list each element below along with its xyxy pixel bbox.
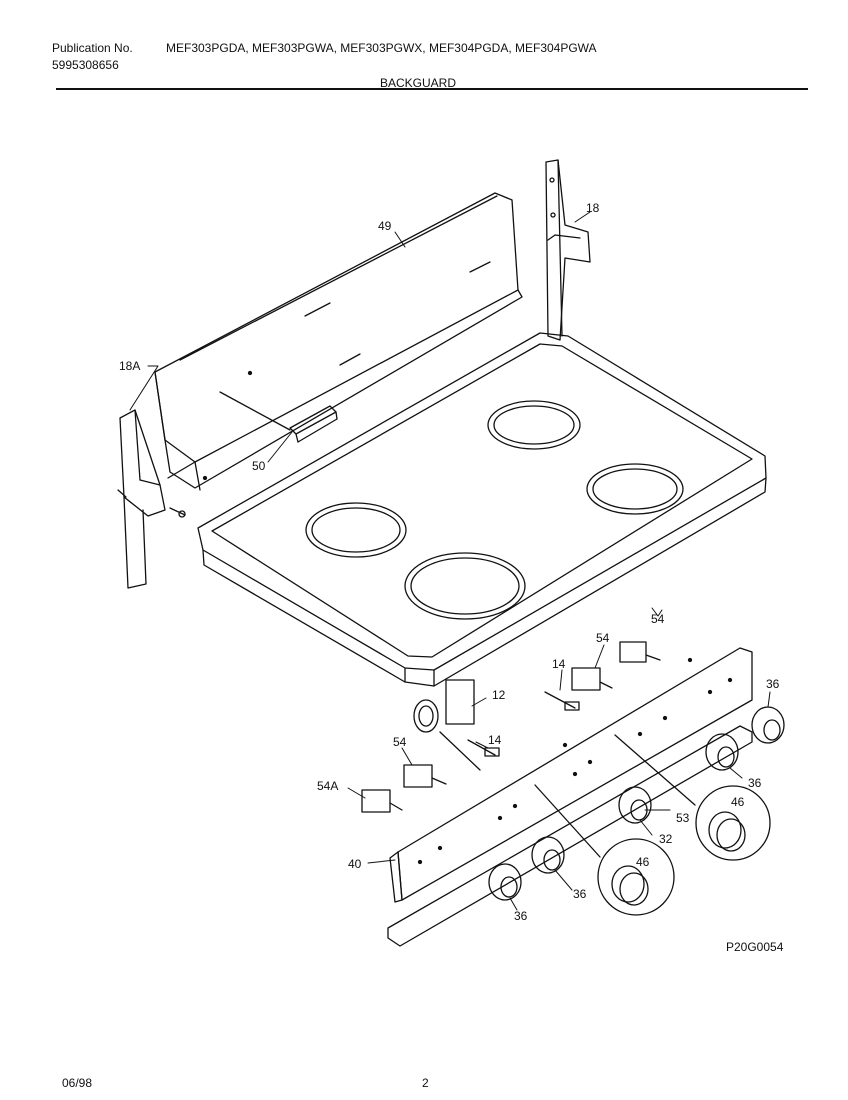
section-title: BACKGUARD <box>380 76 457 90</box>
control-knob <box>751 706 785 744</box>
knob-detail-view <box>534 784 675 916</box>
publication-number: 5995308656 <box>52 58 119 72</box>
callout-46-b: 46 <box>636 855 650 869</box>
footer-date: 06/98 <box>62 1076 93 1090</box>
end-cap-right <box>545 159 591 341</box>
model-numbers: MEF303PGDA, MEF303PGWA, MEF303PGWX, MEF3… <box>166 41 597 55</box>
callout-40: 40 <box>348 857 362 871</box>
control-knob <box>618 786 652 824</box>
header-rule <box>56 88 808 90</box>
callout-54a: 54A <box>317 779 338 793</box>
publication-label: Publication No. <box>52 41 133 55</box>
infinite-switch <box>413 679 481 771</box>
callout-14-a: 14 <box>552 657 566 671</box>
callout-46-a: 46 <box>731 795 745 809</box>
callout-49: 49 <box>378 219 392 233</box>
surface-element <box>586 463 684 515</box>
leader-lines <box>129 211 771 911</box>
callout-18: 18 <box>586 201 600 215</box>
surface-element <box>404 552 526 620</box>
callout-32: 32 <box>659 832 673 846</box>
callout-36-b: 36 <box>748 776 762 790</box>
callout-54-a: 54 <box>596 631 610 645</box>
callout-18a: 18A <box>119 359 140 373</box>
surface-element <box>305 502 407 558</box>
footer-page-number: 2 <box>422 1076 429 1090</box>
screw <box>169 507 186 518</box>
indicator-light <box>467 739 500 757</box>
switch <box>571 667 613 691</box>
bracket-50 <box>219 391 338 443</box>
knob-detail-view <box>614 734 771 861</box>
switch <box>619 641 661 663</box>
switch <box>403 764 447 788</box>
callout-36-a: 36 <box>766 677 780 691</box>
surface-element <box>487 400 581 450</box>
callout-36-c: 36 <box>573 887 587 901</box>
switch <box>361 789 403 813</box>
callout-14-b: 14 <box>488 733 502 747</box>
callout-50: 50 <box>252 459 266 473</box>
control-panel <box>387 647 753 947</box>
cooktop <box>197 332 767 687</box>
callout-54-top: 54 <box>651 612 665 626</box>
end-cap-left <box>117 409 166 589</box>
figure-code: P20G0054 <box>726 940 784 954</box>
callout-54-b: 54 <box>393 735 407 749</box>
control-knob <box>705 733 739 771</box>
backguard-panel <box>154 192 523 491</box>
control-knob <box>531 836 565 874</box>
indicator-light <box>544 691 580 711</box>
callout-36-d: 36 <box>514 909 528 923</box>
control-knob <box>488 863 522 901</box>
callout-12: 12 <box>492 688 506 702</box>
callout-53: 53 <box>676 811 690 825</box>
